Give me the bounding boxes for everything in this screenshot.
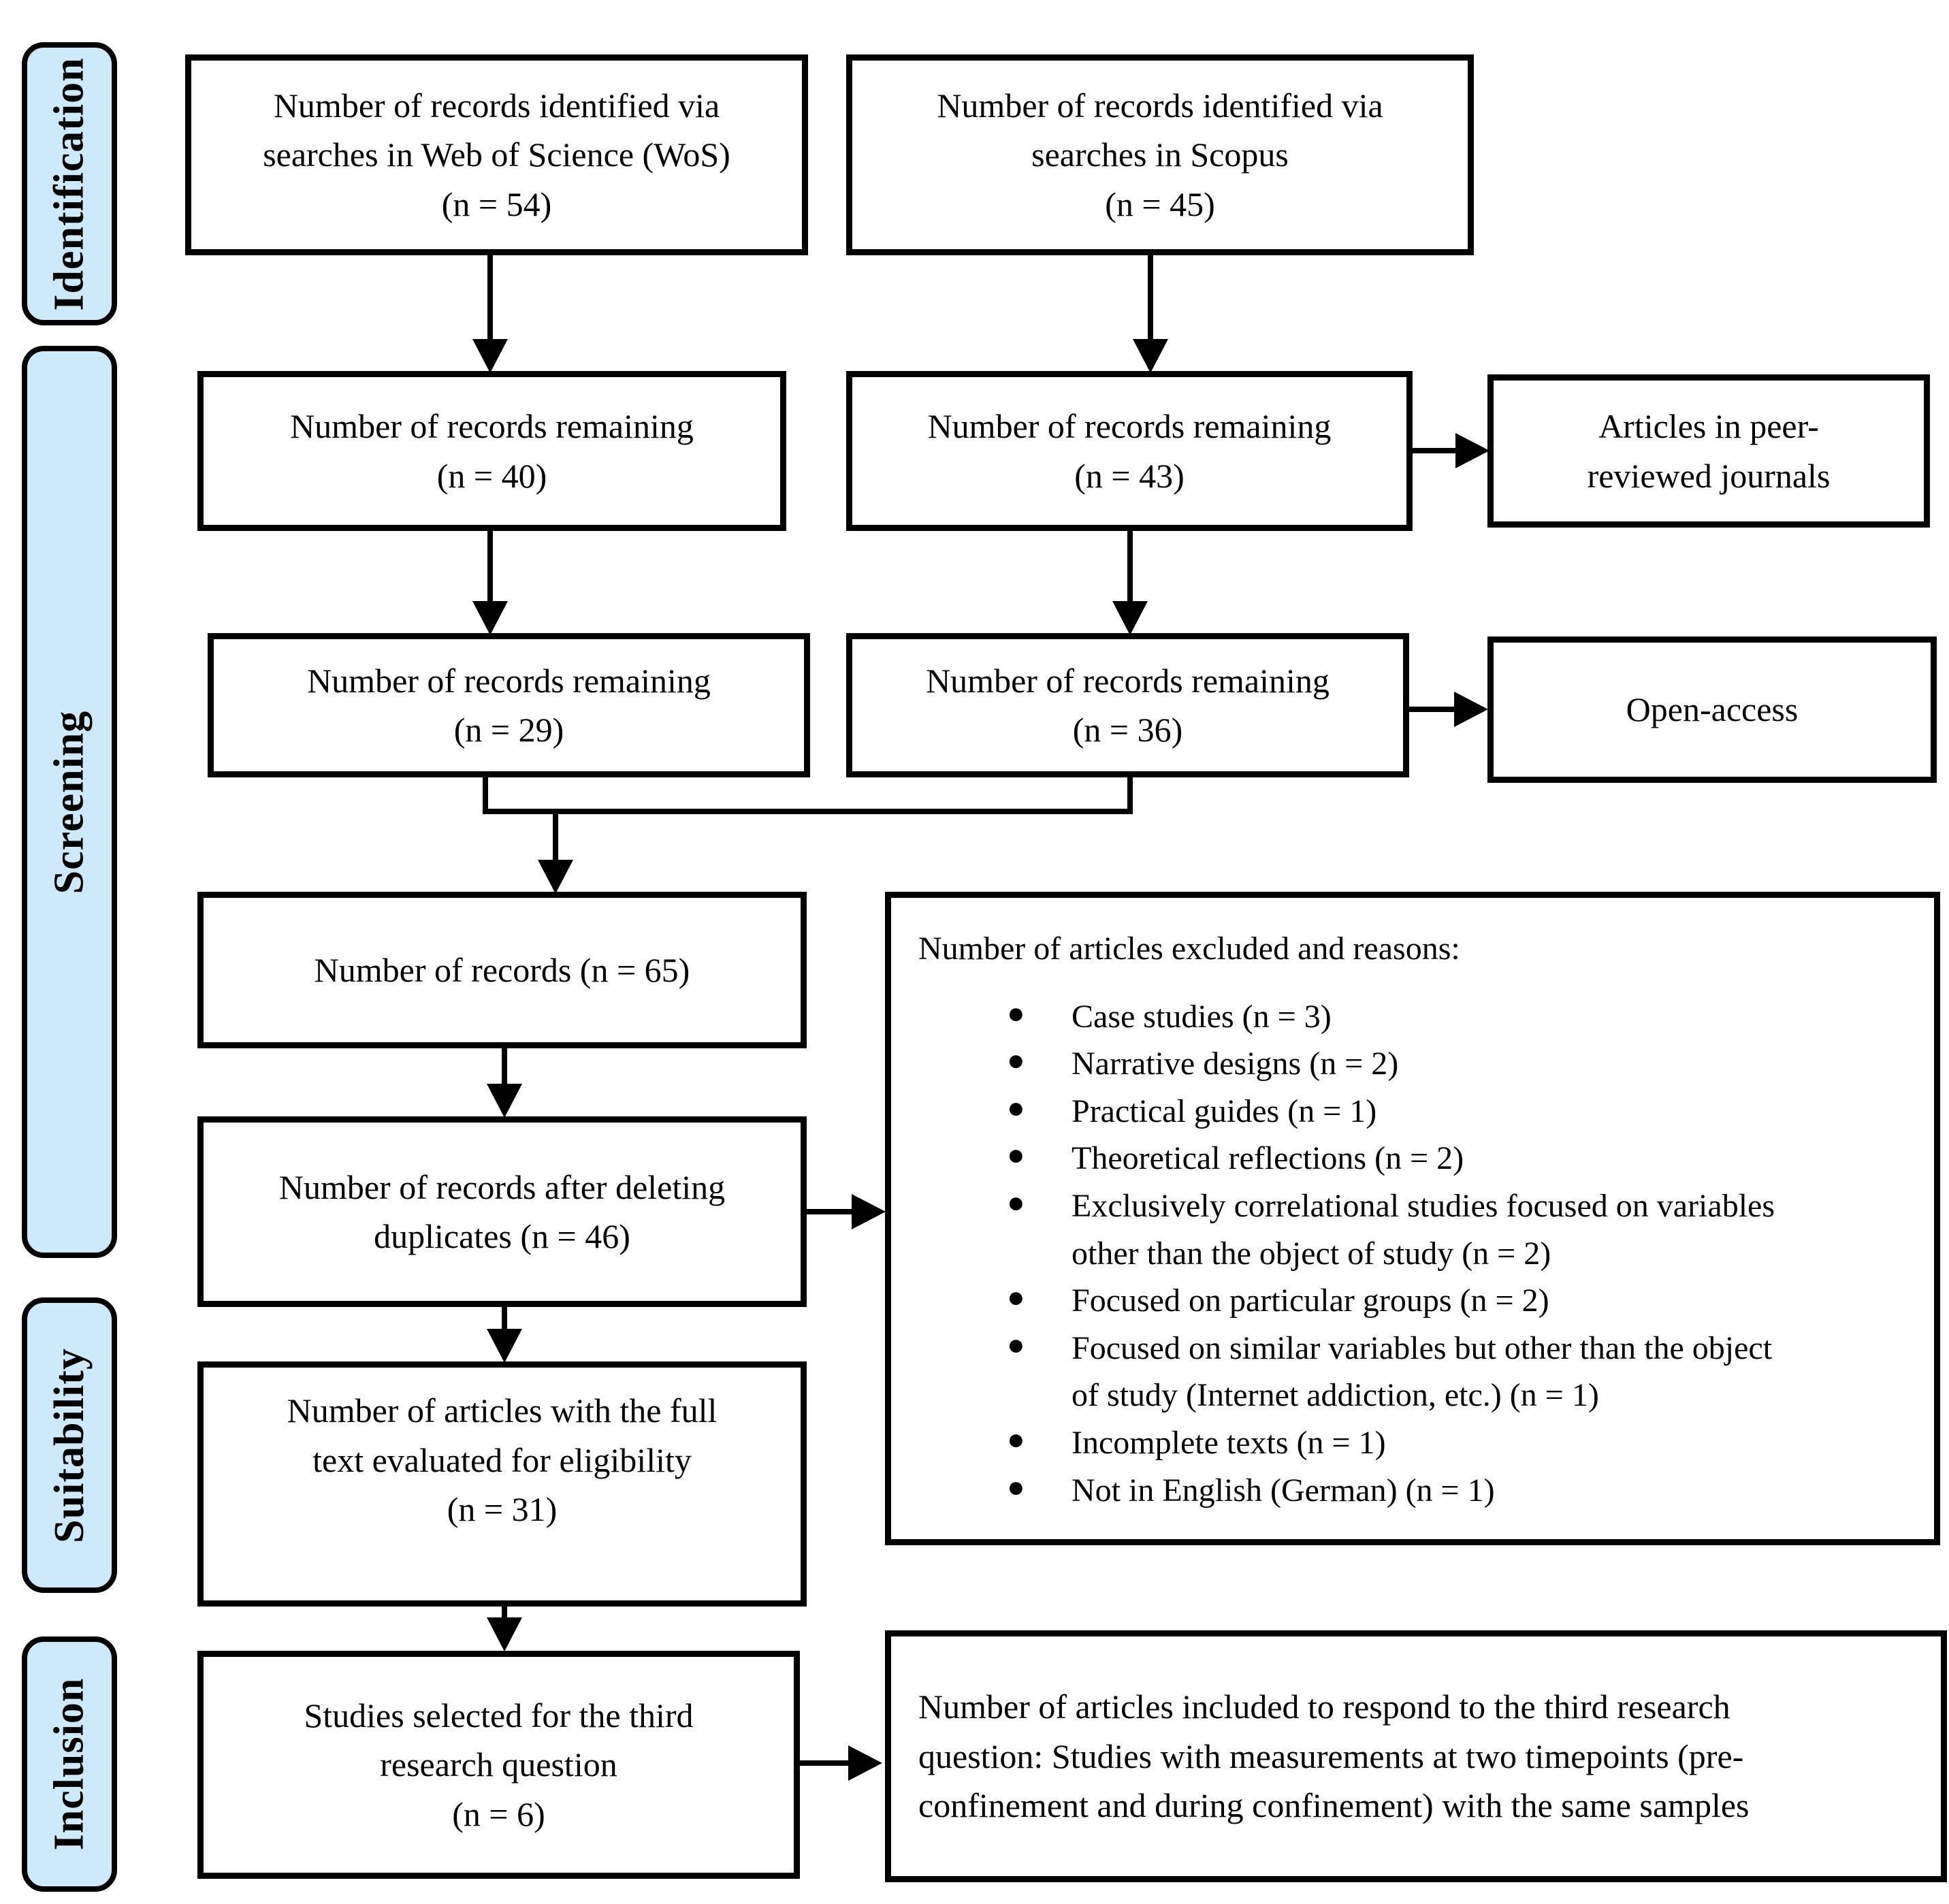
flow-box-scopus-remaining-1: Number of records remaining (n = 43) bbox=[846, 371, 1413, 531]
bullet-icon: ● bbox=[1007, 1138, 1025, 1172]
connector-merge-left-line bbox=[483, 777, 488, 809]
exclusion-heading: Number of articles excluded and reasons: bbox=[918, 931, 1460, 967]
connector-merge-down-line bbox=[553, 814, 558, 861]
arrow-down-icon bbox=[487, 1329, 522, 1363]
bullet-icon: ● bbox=[1007, 1422, 1025, 1456]
stage-identification-label: Identification bbox=[46, 57, 93, 311]
exclusion-item: ●Exclusively correlational studies focus… bbox=[918, 1182, 1914, 1277]
connector-wos-down-line bbox=[487, 255, 493, 340]
exclusion-item: ●Focused on particular groups (n = 2) bbox=[918, 1277, 1914, 1325]
connector-included-line bbox=[800, 1760, 850, 1766]
bullet-icon: ● bbox=[1007, 1470, 1025, 1504]
arrow-down-icon bbox=[1112, 601, 1148, 635]
exclusion-reasons-box: Number of articles excluded and reasons:… bbox=[885, 892, 1940, 1545]
arrow-right-icon bbox=[848, 1745, 882, 1781]
connector-fulltext-down-line bbox=[502, 1607, 507, 1619]
arrow-down-icon bbox=[538, 860, 573, 894]
stage-screening-label: Screening bbox=[46, 710, 93, 894]
connector-exclusion-line bbox=[807, 1209, 853, 1214]
flow-box-wos-identified: Number of records identified via searche… bbox=[185, 54, 808, 255]
stage-identification: Identification bbox=[22, 42, 117, 325]
arrow-down-icon bbox=[487, 1084, 522, 1118]
connector-merge-horizontal-line bbox=[483, 809, 1133, 814]
arrow-down-icon bbox=[472, 339, 508, 373]
connector-scopus-down-line bbox=[1148, 255, 1153, 340]
flow-box-wos-remaining-1: Number of records remaining (n = 40) bbox=[197, 371, 786, 531]
bullet-icon: ● bbox=[1007, 1091, 1025, 1125]
exclusion-item: ●Practical guides (n = 1) bbox=[918, 1088, 1914, 1135]
exclusion-item: ●Case studies (n = 3) bbox=[918, 993, 1914, 1041]
connector-dedup-down-line bbox=[502, 1307, 507, 1330]
flow-box-scopus-identified: Number of records identified via searche… bbox=[846, 54, 1474, 255]
exclusion-list: ●Case studies (n = 3) ●Narrative designs… bbox=[918, 993, 1914, 1515]
bullet-icon: ● bbox=[1007, 1280, 1025, 1314]
connector-wos-down-line-2 bbox=[487, 531, 493, 602]
flow-box-open-access: Open-access bbox=[1487, 636, 1937, 783]
exclusion-item: ●Narrative designs (n = 2) bbox=[918, 1040, 1914, 1088]
bullet-icon: ● bbox=[1007, 996, 1025, 1030]
connector-open-access-line bbox=[1409, 707, 1455, 712]
flow-box-selected: Studies selected for the third research … bbox=[197, 1651, 800, 1879]
flow-box-scopus-remaining-2: Number of records remaining (n = 36) bbox=[846, 633, 1409, 777]
connector-peer-line bbox=[1413, 448, 1457, 453]
flow-box-combined-records: Number of records (n = 65) bbox=[197, 892, 807, 1048]
arrow-right-icon bbox=[1455, 433, 1489, 468]
connector-merge-right-line bbox=[1127, 777, 1133, 809]
arrow-down-icon bbox=[1133, 339, 1168, 373]
flow-box-peer-reviewed: Articles in peer- reviewed journals bbox=[1487, 374, 1930, 528]
bullet-icon: ● bbox=[1007, 1044, 1025, 1078]
bullet-icon: ● bbox=[1007, 1185, 1025, 1219]
stage-suitability-label: Suitability bbox=[46, 1347, 93, 1543]
stage-inclusion-label: Inclusion bbox=[46, 1677, 93, 1851]
connector-scopus-down-line-2 bbox=[1127, 531, 1133, 602]
arrow-down-icon bbox=[487, 1617, 522, 1651]
exclusion-item: ●Not in English (German) (n = 1) bbox=[918, 1467, 1914, 1515]
stage-screening: Screening bbox=[22, 346, 117, 1258]
arrow-down-icon bbox=[472, 601, 508, 635]
arrow-right-icon bbox=[1454, 692, 1488, 727]
arrow-right-icon bbox=[852, 1194, 886, 1229]
exclusion-item: ●Incomplete texts (n = 1) bbox=[918, 1419, 1914, 1467]
flow-box-full-text: Number of articles with the full text ev… bbox=[197, 1361, 807, 1607]
exclusion-item: ●Focused on similar variables but other … bbox=[918, 1325, 1914, 1419]
flow-box-deduplicated: Number of records after deleting duplica… bbox=[197, 1116, 807, 1307]
connector-combined-down-line bbox=[502, 1048, 507, 1085]
flow-box-included: Number of articles included to respond t… bbox=[885, 1630, 1947, 1882]
stage-inclusion: Inclusion bbox=[22, 1636, 117, 1892]
stage-suitability: Suitability bbox=[22, 1297, 117, 1593]
bullet-icon: ● bbox=[1007, 1327, 1025, 1361]
flow-box-wos-remaining-2: Number of records remaining (n = 29) bbox=[208, 633, 810, 777]
exclusion-item: ●Theoretical reflections (n = 2) bbox=[918, 1135, 1914, 1182]
